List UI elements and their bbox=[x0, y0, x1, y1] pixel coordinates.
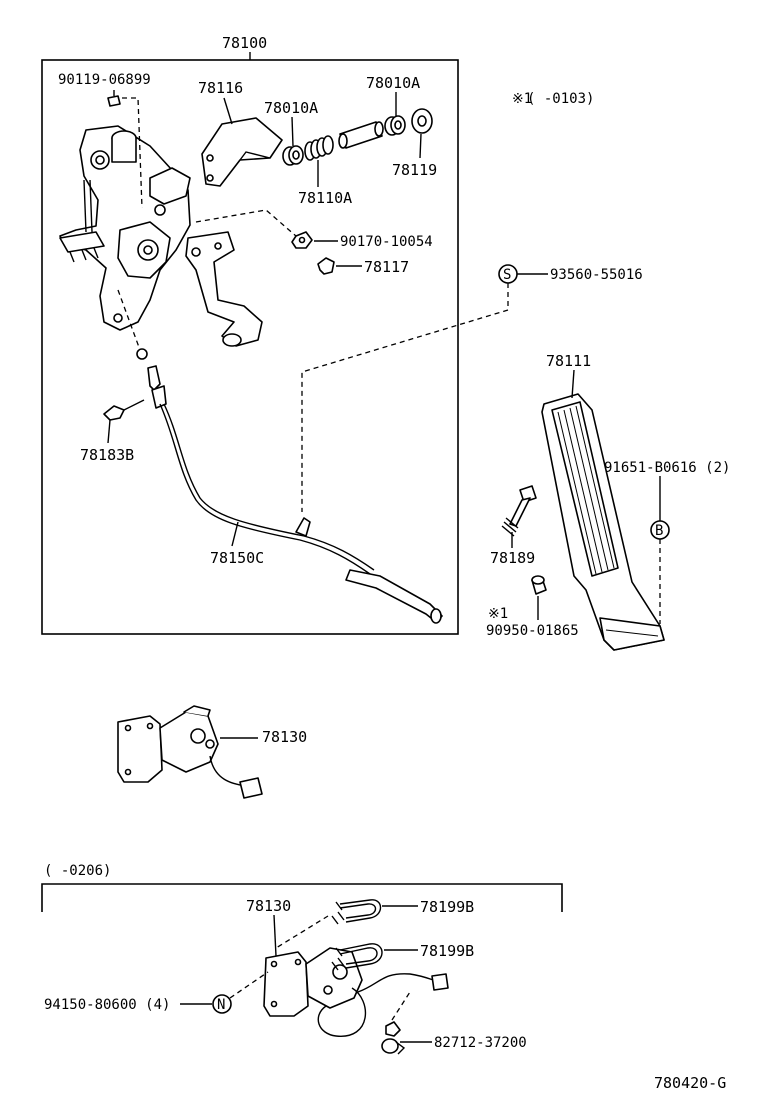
diagram-code: 780420-G bbox=[654, 1074, 726, 1092]
note1-mark: ※1 bbox=[512, 91, 532, 107]
label-78111: 78111 bbox=[546, 352, 591, 370]
label-90170-10054: 90170-10054 bbox=[340, 234, 433, 250]
cable-78150C bbox=[117, 289, 443, 624]
label-90950-01865-mark: ※1 bbox=[488, 606, 508, 622]
label-78110A: 78110A bbox=[298, 189, 352, 207]
svg-text:S: S bbox=[503, 267, 511, 283]
label-78010A-left: 78010A bbox=[264, 99, 318, 117]
pedal-bracket-assembly bbox=[59, 125, 263, 347]
bushing-78010A-right bbox=[384, 115, 406, 136]
label-90119-06899: 90119-06899 bbox=[58, 72, 151, 88]
bracket-78116 bbox=[201, 117, 283, 187]
label-82712-37200: 82712-37200 bbox=[434, 1035, 527, 1051]
svg-text:B: B bbox=[655, 523, 663, 539]
label-78150C: 78150C bbox=[210, 549, 264, 567]
label-78119: 78119 bbox=[392, 161, 437, 179]
clip-78183B bbox=[103, 399, 145, 421]
label-78199B-lower: 78199B bbox=[420, 942, 474, 960]
label-94150-80600: 94150-80600 (4) bbox=[44, 997, 170, 1013]
bushing-78010A-left bbox=[282, 145, 304, 166]
note1-range: ( -0103) bbox=[527, 91, 594, 107]
symbol-b: B bbox=[650, 520, 670, 540]
label-78199B-upper: 78199B bbox=[420, 898, 474, 916]
stopper-78189 bbox=[501, 485, 537, 537]
nut-90170-10054 bbox=[291, 231, 313, 249]
bolt-90119-06899 bbox=[107, 90, 121, 107]
clip-78117 bbox=[317, 257, 335, 275]
label-78183B: 78183B bbox=[80, 446, 134, 464]
symbol-s: S bbox=[498, 264, 518, 284]
sensor-78130-lower bbox=[263, 947, 449, 1037]
label-78100: 78100 bbox=[222, 34, 267, 52]
label-78116: 78116 bbox=[198, 79, 243, 97]
label-91651-B0616: 91651-B0616 (2) bbox=[604, 460, 730, 476]
lower-frame bbox=[41, 883, 563, 912]
shaft bbox=[338, 121, 384, 149]
label-78130-middle: 78130 bbox=[262, 728, 307, 746]
spring-78110A bbox=[304, 135, 334, 161]
svg-text:N: N bbox=[217, 997, 225, 1013]
u-bolt-78199B-upper bbox=[331, 899, 382, 925]
washer-78119 bbox=[411, 108, 433, 134]
label-93560-55016: 93560-55016 bbox=[550, 267, 643, 283]
label-90950-01865: 90950-01865 bbox=[486, 623, 579, 639]
label-78010A-right: 78010A bbox=[366, 74, 420, 92]
label-78117: 78117 bbox=[364, 258, 409, 276]
u-bolt-78199B-lower bbox=[331, 943, 383, 971]
sensor-78130-middle bbox=[117, 705, 263, 799]
lower-range-note: ( -0206) bbox=[44, 863, 111, 879]
accelerator-pedal-78111 bbox=[541, 393, 665, 651]
label-78130-lower: 78130 bbox=[246, 897, 291, 915]
clamp-82712-37200 bbox=[381, 1021, 406, 1055]
label-78189: 78189 bbox=[490, 549, 535, 567]
cushion-90950-01865 bbox=[531, 575, 547, 595]
symbol-n: N bbox=[212, 994, 232, 1014]
